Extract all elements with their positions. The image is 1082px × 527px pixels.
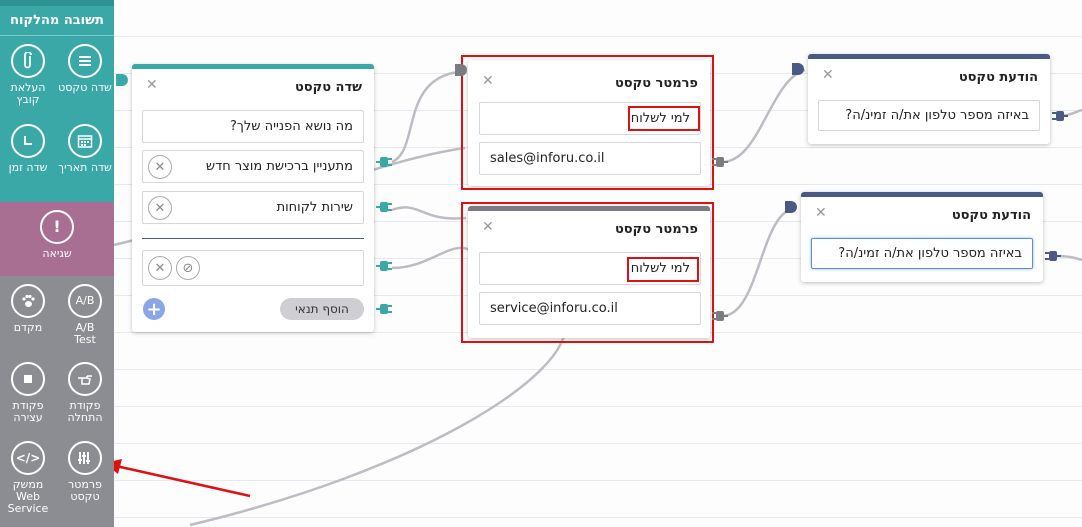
list-lines-icon <box>68 44 102 78</box>
node-top-bar <box>808 54 1050 59</box>
add-condition-button[interactable]: הוסף תנאי <box>280 298 364 320</box>
tool-date-field[interactable]: שדה תאריך <box>57 124 113 174</box>
tool-file-upload[interactable]: העלאת קובץ <box>0 44 56 106</box>
tool-start-command[interactable]: פקודת התחלה <box>57 362 113 424</box>
node-top-bar <box>132 64 374 69</box>
param-value-input[interactable]: service@inforu.co.il <box>479 292 701 325</box>
sidebar-gray-group <box>0 276 114 527</box>
tool-text-parameter[interactable]: פרמטר טקסט <box>57 441 113 503</box>
message-text-input[interactable]: באיזה מספר טלפון את/ה זמינ/ה? <box>818 100 1040 131</box>
node-text-field[interactable]: שדה טקסט ✕ מה נושא הפנייה שלך? מתעניין ב… <box>132 64 374 332</box>
node-text-message-2[interactable]: הודעת טקסט ✕ באיזה מספר טלפון את/ה זמינ/… <box>801 192 1043 282</box>
node-text-message-1[interactable]: הודעת טקסט ✕ באיזה מספר טלפון את/ה זמינ/… <box>808 54 1050 144</box>
exclamation-icon: ! <box>40 210 74 244</box>
close-icon[interactable]: ✕ <box>815 205 827 221</box>
close-icon[interactable]: ✕ <box>822 67 834 83</box>
highlight-box <box>461 202 714 343</box>
remove-option-icon[interactable]: ✕ <box>148 256 172 280</box>
clock-icon <box>11 124 45 158</box>
param-name-input[interactable]: למי לשלוח <box>479 252 701 285</box>
param-value-input[interactable]: sales@inforu.co.il <box>479 142 701 175</box>
close-icon[interactable]: ✕ <box>482 73 494 89</box>
option-input-2[interactable]: שירות לקוחות <box>142 191 364 224</box>
pointing-hand-icon <box>68 362 102 396</box>
code-brackets-icon: </> <box>11 441 45 475</box>
node-title: פרמטר טקסט <box>614 76 698 91</box>
tool-text-field[interactable]: שדה טקסט <box>57 44 113 94</box>
tool-sidebar: תשובה מהלקוח שדה טקסט העלאת קובץ שדה תאר… <box>0 0 114 527</box>
sliders-icon <box>68 441 102 475</box>
message-text-input[interactable]: באיזה מספר טלפון את/ה זמינ/ה? <box>811 238 1033 269</box>
node-top-bar <box>468 206 710 211</box>
node-title: שדה טקסט <box>294 80 362 95</box>
close-icon[interactable]: ✕ <box>146 77 158 93</box>
no-condition-icon[interactable]: ⊘ <box>176 256 200 280</box>
tool-web-service[interactable]: </> ממשק Web Service <box>0 441 56 515</box>
node-title: הודעת טקסט <box>951 208 1031 223</box>
paw-icon <box>11 284 45 318</box>
tool-ab-test[interactable]: A/B A/B Test <box>57 284 113 346</box>
question-input[interactable]: מה נושא הפנייה שלך? <box>142 110 364 143</box>
sidebar-section-title: תשובה מהלקוח <box>0 0 114 36</box>
close-icon[interactable]: ✕ <box>482 219 494 235</box>
tool-stop-command[interactable]: פקודת עצירה <box>0 362 56 424</box>
tool-promoter[interactable]: מקדם <box>0 284 56 334</box>
node-text-parameter-1[interactable]: פרמטר טקסט ✕ למי לשלוח sales@inforu.co.i… <box>468 60 710 186</box>
node-title: פרמטר טקסט <box>614 222 698 237</box>
paperclip-icon <box>11 44 45 78</box>
add-icon[interactable]: + <box>143 298 165 320</box>
node-top-bar <box>801 192 1043 197</box>
node-title: הודעת טקסט <box>958 70 1038 85</box>
ab-icon: A/B <box>68 284 102 318</box>
tool-time-field[interactable]: שדה זמן <box>0 124 56 174</box>
divider <box>142 238 364 239</box>
remove-option-icon[interactable]: ✕ <box>148 155 172 179</box>
highlight-box <box>628 106 700 131</box>
calendar-icon <box>68 124 102 158</box>
stop-square-icon <box>11 362 45 396</box>
option-input-1[interactable]: מתעניין ברכישת מוצר חדש <box>142 150 364 183</box>
node-text-parameter-2[interactable]: פרמטר טקסט ✕ למי לשלוח service@inforu.co… <box>468 206 710 338</box>
tool-error[interactable]: ! שגיאה <box>29 210 85 260</box>
highlight-box <box>461 55 714 190</box>
highlight-box <box>627 257 699 282</box>
remove-option-icon[interactable]: ✕ <box>148 196 172 220</box>
